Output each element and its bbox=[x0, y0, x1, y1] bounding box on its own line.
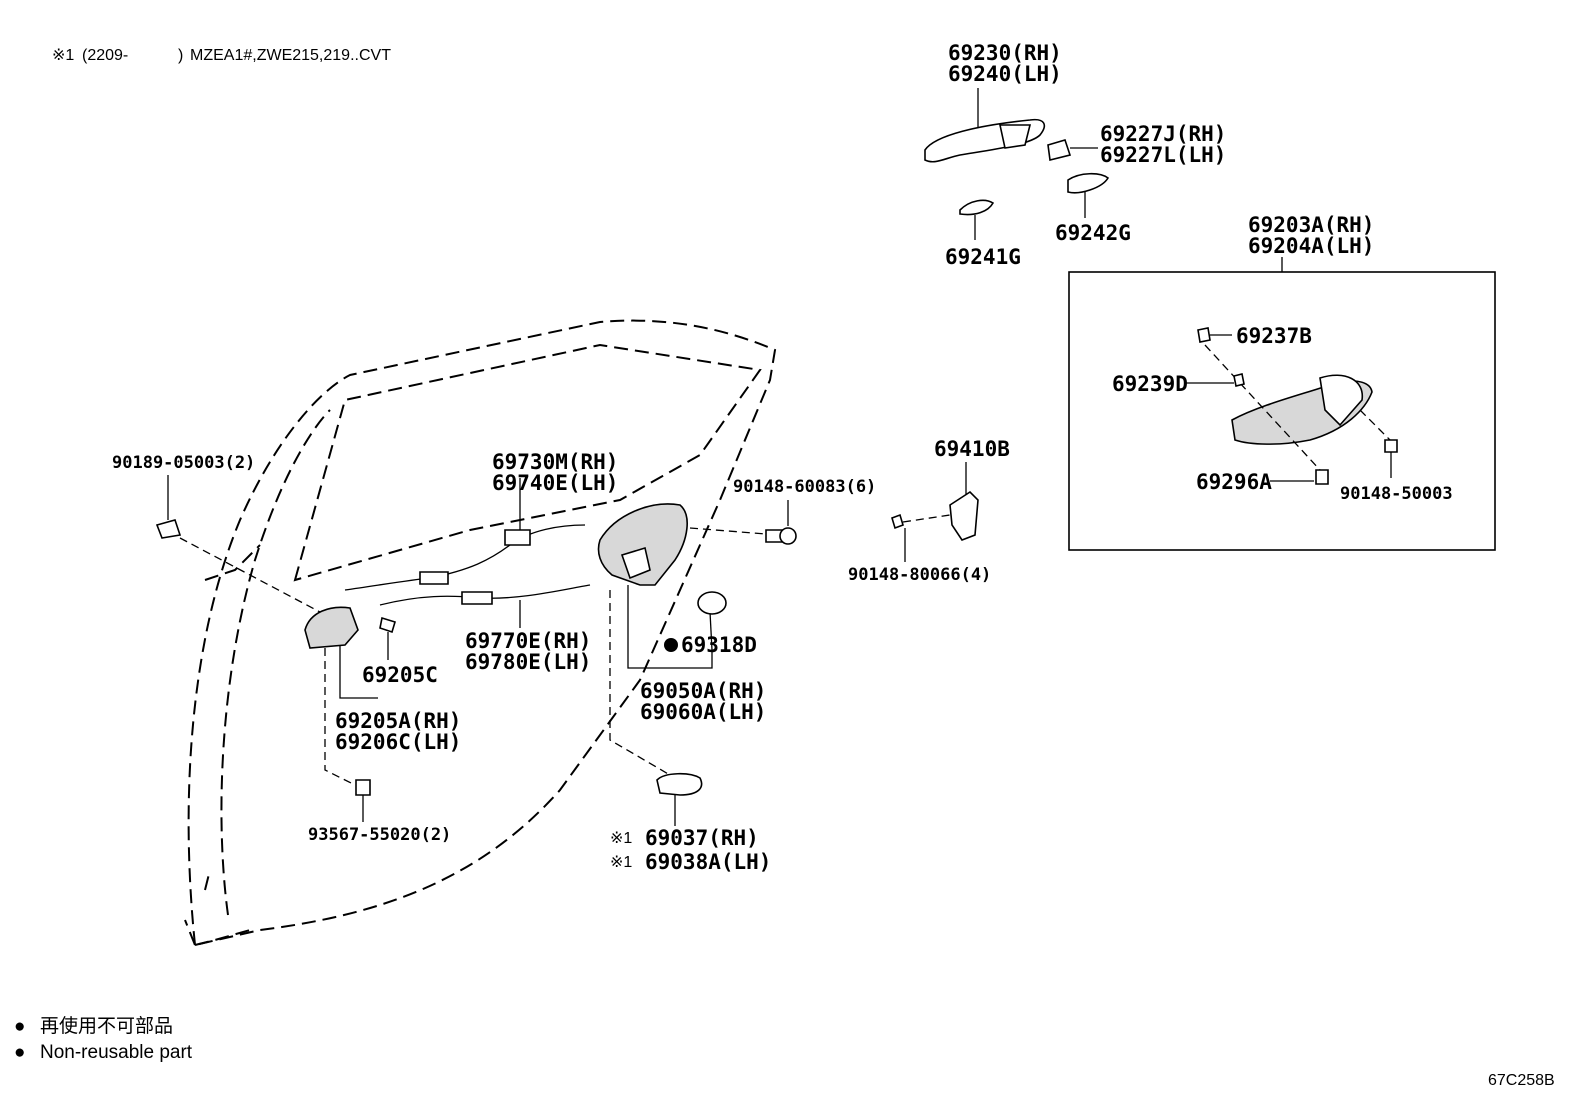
part-69050A: 69050A(RH) bbox=[640, 679, 766, 703]
part-69240: 69240(LH) bbox=[948, 62, 1062, 86]
inside-frame-assembly bbox=[1186, 327, 1398, 485]
part-69237B: 69237B bbox=[1236, 324, 1312, 348]
part-69740E: 69740E(LH) bbox=[492, 471, 618, 495]
part-69203A: 69203A(RH) bbox=[1248, 213, 1374, 237]
legend-symbol-en: ● bbox=[14, 1042, 25, 1063]
non-reusable-mark-69318D bbox=[664, 638, 678, 652]
legend-jp: 再使用不可部品 bbox=[40, 1015, 173, 1037]
legend-symbol-jp: ● bbox=[14, 1016, 25, 1037]
lock-bolt bbox=[689, 500, 797, 545]
part-69037-mark: ※1 bbox=[610, 830, 632, 847]
part-69205C: 69205C bbox=[362, 663, 438, 687]
handle-cap bbox=[1047, 139, 1098, 161]
part-69410B: 69410B bbox=[934, 437, 1010, 461]
part-69037: 69037(RH) bbox=[645, 826, 759, 850]
inside-handle bbox=[304, 606, 396, 822]
part-69060A: 69060A(LH) bbox=[640, 700, 766, 724]
lock-seal-ring bbox=[697, 591, 727, 615]
part-69038A-mark: ※1 bbox=[610, 854, 632, 871]
handle-pad-front bbox=[959, 199, 995, 240]
part-69242G: 69242G bbox=[1055, 221, 1131, 245]
part-69241G: 69241G bbox=[945, 245, 1021, 269]
header-date: (2209- bbox=[82, 47, 128, 64]
lock-cover bbox=[656, 772, 703, 826]
part-90189-05003: 90189-05003(2) bbox=[112, 453, 255, 473]
part-69318D: 69318D bbox=[681, 633, 757, 657]
door-lock-assembly bbox=[597, 503, 713, 776]
part-90148-60083: 90148-60083(6) bbox=[733, 477, 876, 497]
part-69206C: 69206C(LH) bbox=[335, 730, 461, 754]
part-69227J: 69227J(RH) bbox=[1100, 122, 1226, 146]
part-69227L: 69227L(LH) bbox=[1100, 143, 1226, 167]
part-90148-50003: 90148-50003 bbox=[1340, 484, 1453, 504]
part-69204A: 69204A(LH) bbox=[1248, 234, 1374, 258]
door-outline bbox=[184, 319, 777, 947]
header-mark: ※1 bbox=[52, 47, 74, 64]
door-striker bbox=[891, 462, 979, 562]
part-90148-80066: 90148-80066(4) bbox=[848, 565, 991, 585]
part-69205A: 69205A(RH) bbox=[335, 709, 461, 733]
part-69780E: 69780E(LH) bbox=[465, 650, 591, 674]
header-applicability: MZEA1#,ZWE215,219..CVT bbox=[190, 47, 391, 64]
handle-frame-box bbox=[1068, 271, 1496, 551]
part-69230: 69230(RH) bbox=[948, 41, 1062, 65]
part-93567-55020: 93567-55020(2) bbox=[308, 825, 451, 845]
part-69730M: 69730M(RH) bbox=[492, 450, 618, 474]
outside-handle bbox=[924, 88, 1046, 163]
part-69038A: 69038A(LH) bbox=[645, 850, 771, 874]
part-69296A: 69296A bbox=[1196, 470, 1272, 494]
part-69770E: 69770E(RH) bbox=[465, 629, 591, 653]
diagram-code: 67C258B bbox=[1488, 1072, 1555, 1089]
legend: ● 再使用不可部品 ● Non-reusable part bbox=[14, 1015, 193, 1063]
lock-cables bbox=[344, 478, 591, 628]
clip bbox=[155, 475, 321, 613]
part-69239D: 69239D bbox=[1112, 372, 1188, 396]
legend-en: Non-reusable part bbox=[40, 1042, 193, 1063]
handle-pad-rear bbox=[1067, 172, 1110, 218]
header-date-close: ) bbox=[178, 47, 183, 64]
